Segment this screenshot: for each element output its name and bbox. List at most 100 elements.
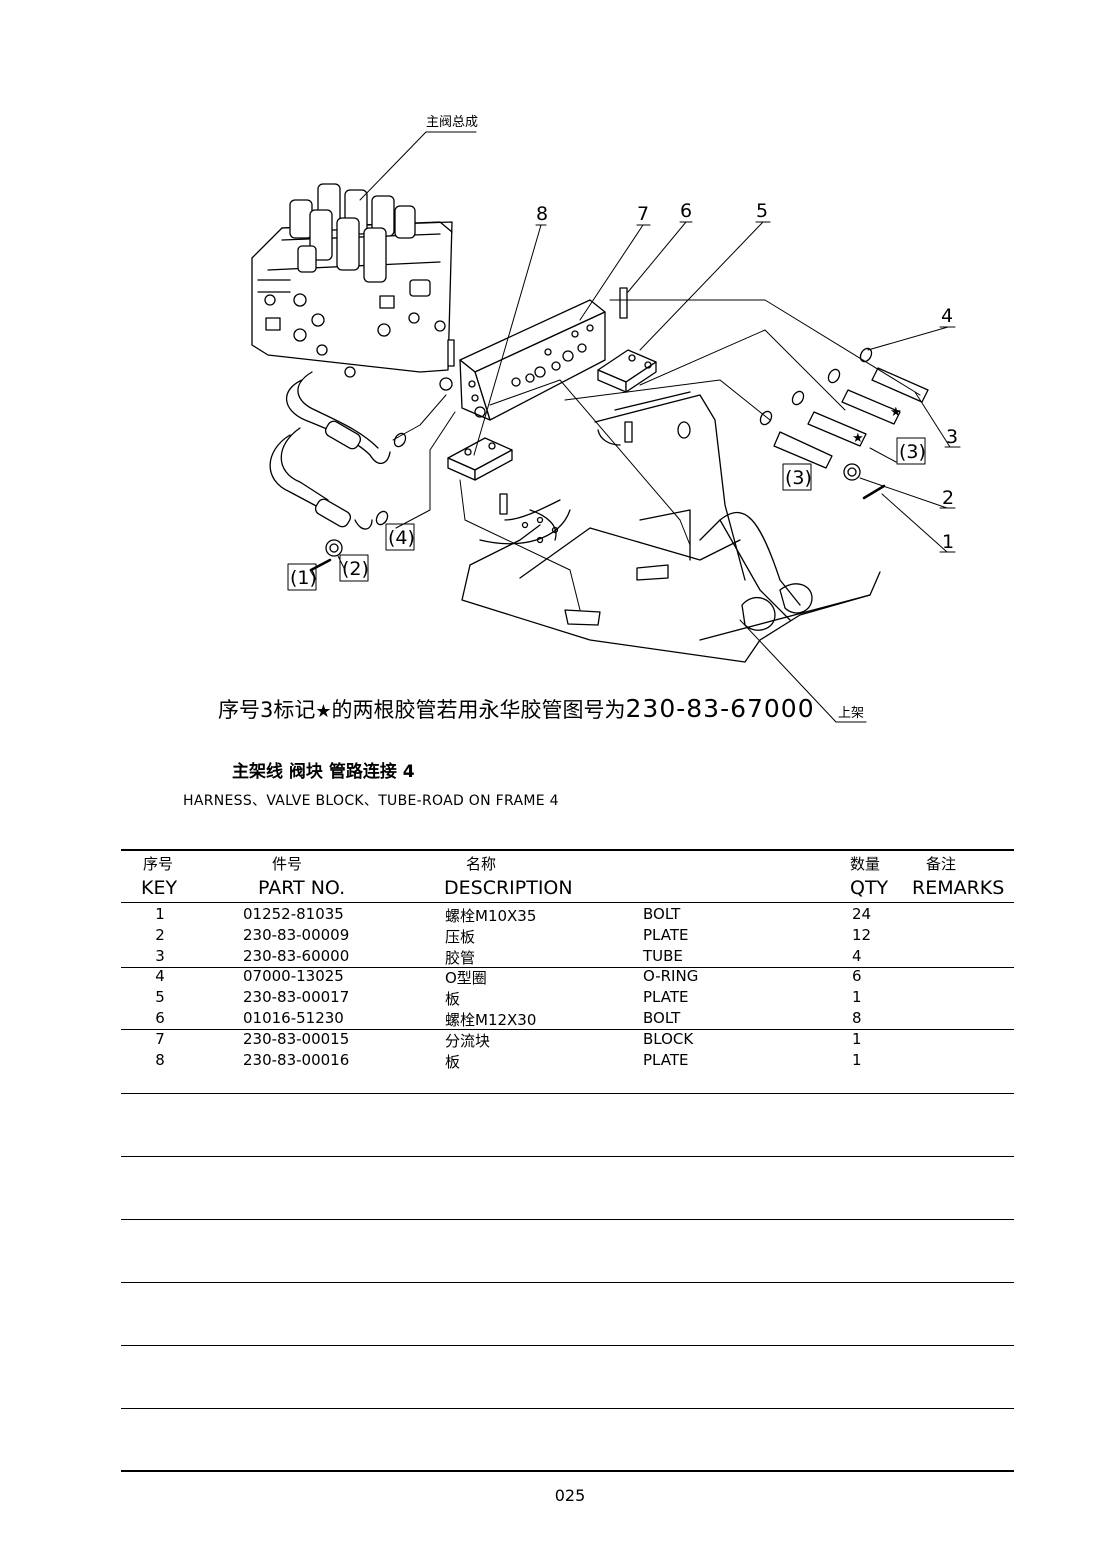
table-top-rule	[121, 849, 1014, 851]
callout-1-ref: (1)	[290, 567, 317, 589]
page-number: 025	[554, 1486, 586, 1505]
note-prefix: 序号3标记	[218, 698, 316, 722]
table-row: 7 230-83-00015 分流块 BLOCK 1	[0, 1030, 1103, 1051]
row-desc-cn: 螺栓M12X30	[445, 1011, 537, 1029]
blank-row-rule	[121, 1408, 1014, 1409]
callout-7: 7	[637, 203, 649, 225]
header-key-en: KEY	[141, 877, 178, 899]
row-key: 4	[155, 967, 165, 985]
row-desc-cn: 压板	[445, 928, 476, 946]
star-icon: ★	[315, 701, 332, 722]
upper-frame	[461, 391, 881, 663]
blank-row-rule	[121, 1219, 1014, 1220]
row-qty: 8	[852, 1009, 862, 1027]
callout-1: 1	[942, 531, 954, 553]
row-desc-en: BOLT	[643, 905, 681, 923]
tube-note: 序号3标记★的两根胶管若用永华胶管图号为230-83-67000	[218, 694, 815, 724]
valve-block	[459, 299, 606, 421]
row-part-no: 01016-51230	[243, 1009, 344, 1027]
row-part-no: 07000-13025	[243, 967, 344, 985]
callout-5: 5	[756, 200, 768, 222]
table-row: 5 230-83-00017 板 PLATE 1	[0, 988, 1103, 1009]
row-desc-en: PLATE	[643, 926, 689, 944]
hoses	[269, 371, 391, 530]
row-part-no: 230-83-60000	[243, 947, 350, 965]
group-rule	[121, 967, 1014, 968]
page-title-en: HARNESS、VALVE BLOCK、TUBE-ROAD ON FRAME 4	[183, 793, 559, 809]
row-desc-cn: 板	[445, 1053, 461, 1071]
svg-text:★: ★	[852, 431, 864, 446]
row-desc-cn: 螺栓M10X35	[445, 907, 537, 925]
blank-row-rule	[121, 1345, 1014, 1346]
table-row: 6 01016-51230 螺栓M12X30 BOLT 8	[0, 1009, 1103, 1030]
label-main-valve: 主阀总成	[426, 115, 478, 130]
group-rule	[121, 1029, 1014, 1030]
bolts	[309, 287, 886, 572]
note-part-number: 230-83-67000	[625, 694, 815, 723]
row-qty: 4	[852, 947, 862, 965]
row-key: 5	[155, 988, 165, 1006]
table-bottom-rule	[121, 1470, 1014, 1472]
header-desc-cn: 名称	[466, 855, 497, 873]
callout-8: 8	[536, 203, 548, 225]
header-part-en: PART NO.	[258, 877, 346, 899]
leader-lines	[309, 131, 961, 723]
clamps	[325, 463, 861, 557]
row-desc-cn: O型圈	[445, 969, 487, 987]
row-key: 3	[155, 947, 165, 965]
blank-row-rule	[121, 1093, 1014, 1094]
row-desc-cn: 胶管	[445, 949, 476, 967]
callouts: 主阀总成 上架 8 7 6 5 4 3 (3) (3) 2 1 (4) (1) …	[290, 115, 958, 721]
blank-row-rule	[121, 1282, 1014, 1283]
row-key: 6	[155, 1009, 165, 1027]
exploded-assembly-diagram: ★ ★	[251, 115, 961, 723]
table-row: 1 01252-81035 螺栓M10X35 BOLT 24	[0, 905, 1103, 926]
row-qty: 12	[852, 926, 872, 944]
row-qty: 6	[852, 967, 862, 985]
callout-2-ref: (2)	[342, 558, 369, 580]
blank-row-rule	[121, 1156, 1014, 1157]
table-row: 2 230-83-00009 压板 PLATE 12	[0, 926, 1103, 947]
row-qty: 24	[852, 905, 872, 923]
callout-3-ref-b: (3)	[785, 467, 812, 489]
row-part-no: 230-83-00017	[243, 988, 350, 1006]
row-part-no: 230-83-00016	[243, 1051, 350, 1069]
header-desc-en: DESCRIPTION	[444, 877, 573, 899]
callout-2: 2	[942, 487, 954, 509]
note-middle: 的两根胶管若用永华胶管图号为	[331, 698, 626, 722]
header-qty-cn: 数量	[850, 855, 881, 873]
tubes: ★ ★	[773, 367, 929, 469]
header-qty-en: QTY	[850, 877, 889, 899]
table-row: 8 230-83-00016 板 PLATE 1	[0, 1051, 1103, 1072]
label-upper-frame: 上架	[838, 706, 864, 721]
header-remarks-cn: 备注	[926, 855, 957, 873]
row-desc-cn: 板	[445, 990, 461, 1008]
row-qty: 1	[852, 1030, 862, 1048]
callout-boxes	[287, 437, 926, 591]
page-title-cn: 主架线 阀块 管路连接 4	[232, 762, 415, 782]
header-rule	[121, 902, 1014, 903]
callout-3-ref-a: (3)	[899, 441, 926, 463]
row-desc-en: TUBE	[643, 947, 683, 965]
row-key: 8	[155, 1051, 165, 1069]
row-key: 2	[155, 926, 165, 944]
row-desc-en: PLATE	[643, 1051, 689, 1069]
svg-text:★: ★	[890, 405, 902, 420]
row-desc-cn: 分流块	[445, 1032, 491, 1050]
table-row: 3 230-83-60000 胶管 TUBE 4	[0, 947, 1103, 968]
row-part-no: 01252-81035	[243, 905, 344, 923]
header-key-cn: 序号	[143, 855, 174, 873]
callout-4-ref: (4)	[388, 527, 415, 549]
main-valve-assembly	[251, 183, 453, 378]
row-key: 7	[155, 1030, 165, 1048]
callout-6: 6	[680, 200, 692, 222]
row-part-no: 230-83-00009	[243, 926, 350, 944]
plates	[447, 349, 657, 481]
callout-4: 4	[941, 305, 953, 327]
row-part-no: 230-83-00015	[243, 1030, 350, 1048]
row-qty: 1	[852, 988, 862, 1006]
row-desc-en: BOLT	[643, 1009, 681, 1027]
row-desc-en: PLATE	[643, 988, 689, 1006]
row-qty: 1	[852, 1051, 862, 1069]
row-desc-en: BLOCK	[643, 1030, 694, 1048]
